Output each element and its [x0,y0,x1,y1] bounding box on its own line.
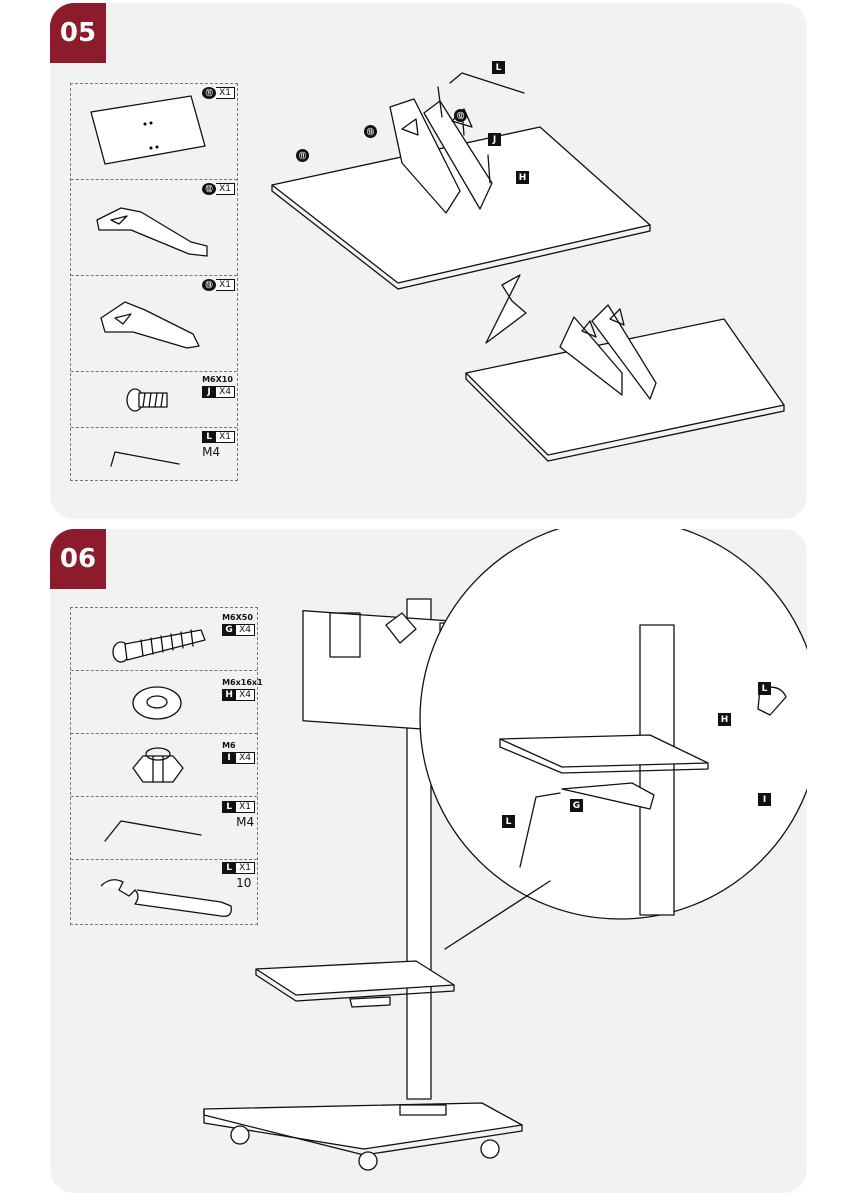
hex-key-drawing [110,451,180,467]
part-spec: M6X10 [202,375,233,384]
bracket-drawing [96,207,208,257]
part-qty: X4 [236,689,255,701]
part-size: M4 [202,445,221,459]
part-code: J [202,386,217,398]
part-code: ⑬ [202,279,217,291]
callout-bracket-b: ⑬ [364,125,377,138]
assembly-drawing [271,72,785,462]
part-spec: M6x16x1 [222,678,263,687]
part-qty: X1 [216,431,235,443]
part-code: L [222,801,237,813]
washer-drawing [132,686,182,720]
part-qty: X4 [236,752,255,764]
step-number: 06 [50,529,106,589]
hex-key-drawing [104,820,202,842]
part-qty: X1 [216,87,235,99]
part-code: I [222,752,237,764]
callout-nut: I [758,793,771,806]
base-plate-drawing [90,95,206,165]
bracket-drawing [100,301,200,349]
part-size: M4 [236,815,255,829]
callout-screw: J [488,133,501,146]
part-qty: X1 [236,801,255,813]
part-qty: X4 [216,386,235,398]
callout-key: L [492,61,505,74]
step-number: 05 [50,3,106,63]
part-qty: X1 [216,279,235,291]
nut-drawing [132,747,184,783]
part-qty: X1 [216,183,235,195]
part-qty: X4 [236,624,255,636]
part-code: ⑫ [202,183,217,195]
part-spec: M6X50 [222,613,253,622]
part-code: ⑪ [202,87,217,99]
callout-wrench: L [758,682,771,695]
part-qty: X1 [236,862,255,874]
callout-key: L [502,815,515,828]
part-spec: M6 [222,741,236,750]
part-code: L [222,862,237,874]
screw-drawing [126,388,168,412]
cart-drawing [203,529,807,1171]
callout-plate: ⑪ [296,149,309,162]
part-code: L [202,431,217,443]
callout-bracket-a: ⑫ [454,109,467,122]
wrench-drawing [100,879,232,917]
callout-washer: H [718,713,731,726]
callout-washer: H [516,171,529,184]
part-code: H [222,689,237,701]
part-code: G [222,624,237,636]
bolt-drawing [112,629,206,663]
part-size: 10 [236,876,252,890]
callout-bolt: G [570,799,583,812]
